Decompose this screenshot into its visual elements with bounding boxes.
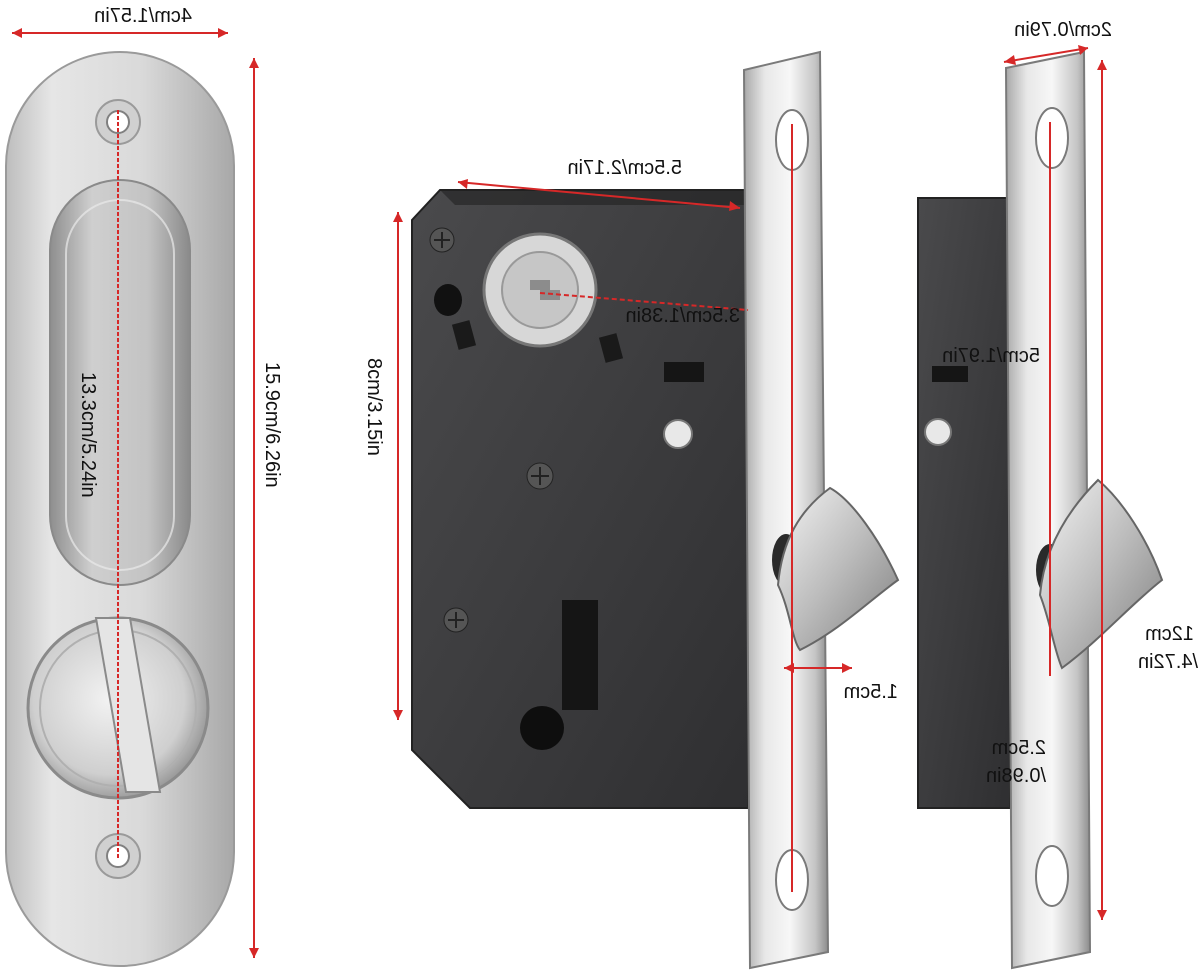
faceplate-width-label: 2cm/0.79in [1014,19,1112,41]
plate-width-label: 4cm/1.57in [94,5,192,27]
spindle-offset-label: 3.5cm/1.38in [625,305,740,327]
mortise-lock-side [917,197,1011,809]
screw-icon [429,227,554,633]
hook-projection-label: 1.5cm [844,681,898,703]
hook-offset-cm-label: 2.5cm [992,737,1046,759]
plate-handle-length-label: 13.3cm/5.24in [77,372,99,498]
lock-body-width-label: 5.5cm/2.17in [567,157,682,179]
finger-recess [49,179,191,586]
dimension-labels: 4cm/1.57in 13.3cm/5.24in 15.9cm/6.26in 5… [77,5,1198,787]
lock-body-height-label: 8cm/3.15in [363,358,385,456]
dimension-lines [12,28,1107,958]
spindle-hub [482,232,598,348]
mortise-lock-body [411,189,749,809]
faceplate-length-in-label: /4.72in [1138,651,1198,673]
keyhole-slot [562,600,598,710]
hook-offset-in-label: /0.98in [986,765,1046,787]
hook-latch-left [776,486,900,652]
faceplate-length-cm-label: 12cm [1145,623,1194,645]
plate-total-length-label: 15.9cm/6.26in [261,362,283,488]
front-faceplate-right [1004,50,1164,970]
flush-pull-plate [5,51,235,967]
second-body-depth-label: 5cm/1.97in [942,345,1040,367]
front-faceplate-left [742,50,900,970]
